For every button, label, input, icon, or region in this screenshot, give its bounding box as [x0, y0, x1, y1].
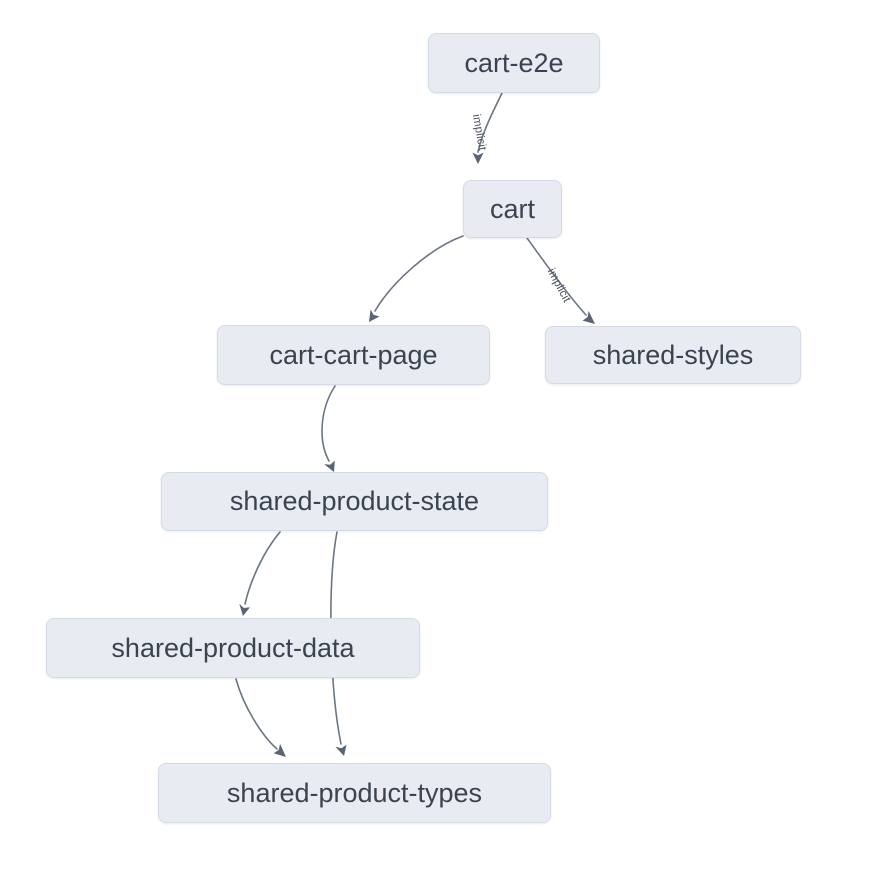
graph-node-shared-product-state[interactable]: shared-product-state [161, 472, 548, 531]
arrowhead-icon [273, 743, 286, 757]
edge-line [244, 531, 281, 605]
arrowhead-icon [472, 152, 484, 164]
graph-node-label: cart-e2e [464, 47, 564, 78]
arrowhead-icon [239, 603, 251, 616]
edge-line [477, 92, 503, 153]
graph-node-label: shared-styles [592, 339, 754, 370]
graph-node-label: cart [489, 193, 535, 224]
edge-line [235, 678, 278, 750]
graph-edge-shared-product-state-to-shared-product-data [239, 531, 281, 616]
edge-line [526, 237, 587, 316]
graph-node-cart-e2e[interactable]: cart-e2e [428, 33, 600, 93]
graph-edge-cart-to-cart-cart-page [369, 235, 464, 322]
graph-node-label: shared-product-state [229, 486, 480, 516]
arrowhead-icon [335, 744, 347, 756]
graph-node-label: cart-cart-page [269, 339, 438, 370]
graph-node-cart[interactable]: cart [463, 180, 562, 238]
arrowhead-icon [582, 310, 595, 324]
graph-node-label: shared-product-types [226, 777, 483, 808]
edge-label: implicit [545, 267, 573, 306]
edge-line [374, 235, 464, 312]
graph-node-shared-styles[interactable]: shared-styles [545, 326, 801, 384]
graph-node-shared-product-types[interactable]: shared-product-types [158, 763, 551, 823]
edge-line [321, 385, 336, 462]
graph-node-shared-product-data[interactable]: shared-product-data [46, 618, 420, 678]
arrowhead-icon [369, 309, 380, 322]
graph-edge-cart-e2e-to-cart: implicit [470, 92, 503, 164]
graph-edge-cart-to-shared-styles: implicit [526, 237, 595, 324]
graph-edge-cart-cart-page-to-shared-product-state [321, 385, 336, 472]
graph-node-label: shared-product-data [111, 632, 355, 663]
graph-edge-shared-product-data-to-shared-product-types [235, 678, 286, 757]
arrowhead-icon [324, 460, 335, 472]
graph-node-cart-cart-page[interactable]: cart-cart-page [217, 325, 490, 385]
edge-label: implicit [470, 113, 488, 152]
